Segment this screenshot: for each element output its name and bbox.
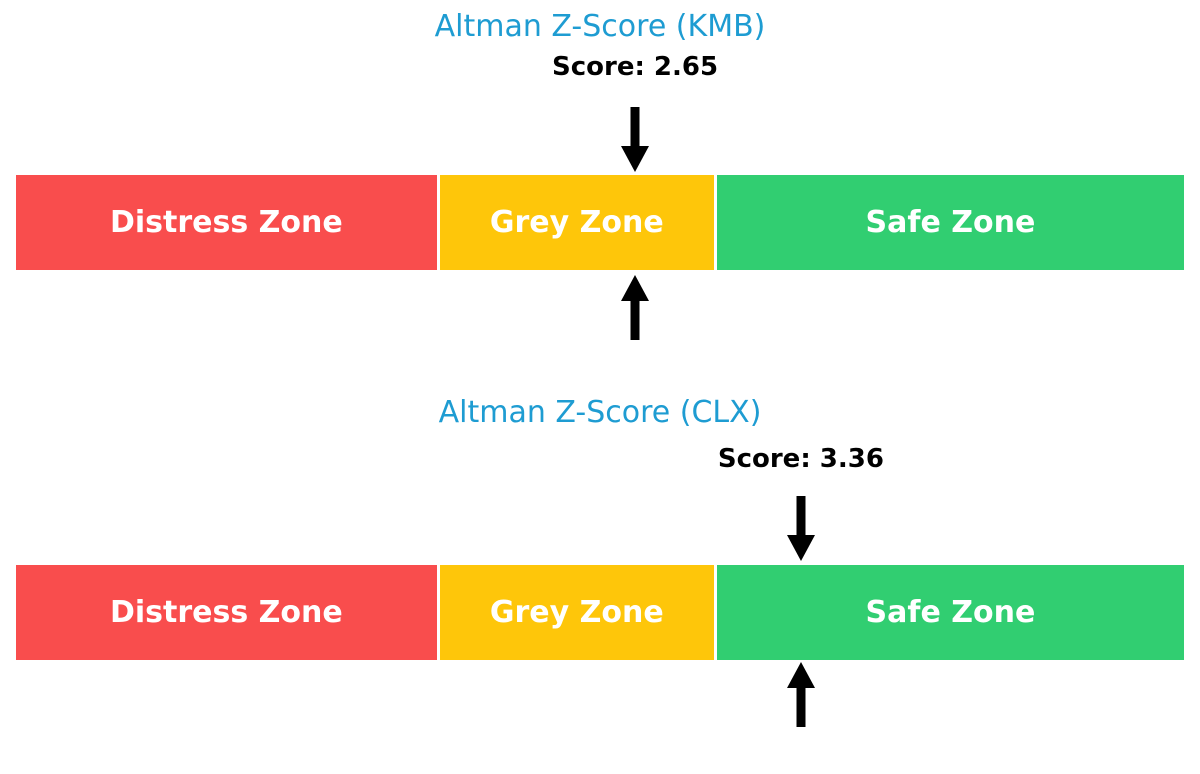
- zone-segment-distress: Distress Zone: [16, 565, 437, 660]
- chart-title: Altman Z-Score (KMB): [434, 9, 766, 44]
- zone-segment-distress: Distress Zone: [16, 175, 437, 270]
- zone-segment-grey: Grey Zone: [439, 565, 714, 660]
- score-pointer-up-arrow-icon: [786, 662, 816, 727]
- score-pointer-up-arrow-icon: [620, 275, 650, 340]
- zone-segment-safe: Safe Zone: [716, 565, 1184, 660]
- zone-segment-safe: Safe Zone: [716, 175, 1184, 270]
- zone-label: Safe Zone: [865, 205, 1036, 240]
- zone-segment-grey: Grey Zone: [439, 175, 714, 270]
- score-pointer-down-arrow-icon: [786, 496, 816, 561]
- zone-label: Grey Zone: [489, 595, 664, 630]
- score-label: Score: 2.65: [552, 52, 719, 82]
- zone-label: Safe Zone: [865, 595, 1036, 630]
- zone-label: Distress Zone: [109, 595, 343, 630]
- zone-bar: Distress Zone Grey Zone Safe Zone: [16, 175, 1184, 270]
- score-label: Score: 3.36: [717, 444, 884, 474]
- chart-band: Score: 2.65 Distress Zone Grey Zone Safe…: [16, 0, 1184, 774]
- score-pointer-down-arrow-icon: [620, 107, 650, 172]
- zone-label: Distress Zone: [109, 205, 343, 240]
- zone-bar: Distress Zone Grey Zone Safe Zone: [16, 565, 1184, 660]
- chart-title: Altman Z-Score (CLX): [438, 395, 762, 430]
- chart-band: Score: 3.36 Distress Zone Grey Zone Safe…: [16, 0, 1184, 774]
- zone-label: Grey Zone: [489, 205, 664, 240]
